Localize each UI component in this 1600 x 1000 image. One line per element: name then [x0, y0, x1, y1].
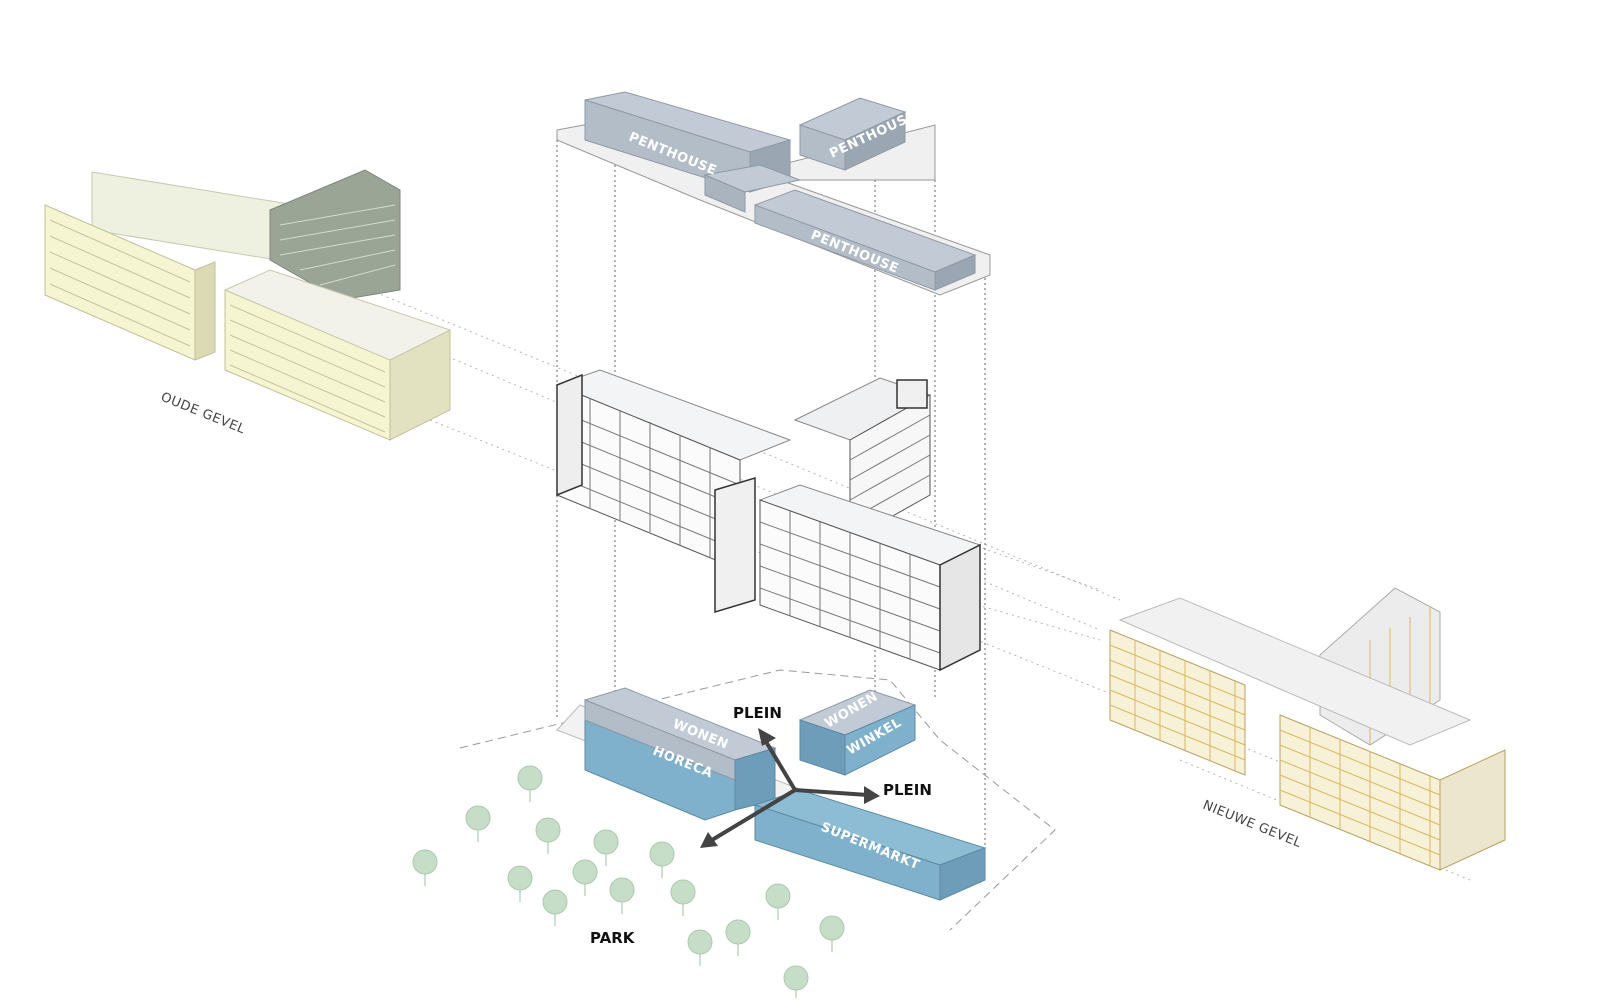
tree-icon	[687, 929, 713, 966]
tree-icon	[649, 841, 675, 878]
movement-arrows	[700, 728, 880, 848]
old-facade-model	[44, 169, 452, 441]
ground-level	[459, 669, 1056, 931]
old-facade-label: OUDE GEVEL	[159, 390, 248, 438]
tree-icon	[670, 879, 696, 916]
tree-icon	[609, 877, 635, 914]
tree-icon	[542, 889, 568, 926]
tree-icon	[819, 915, 845, 952]
plein-top-label: PLEIN	[733, 704, 782, 722]
tree-icon	[783, 965, 809, 998]
tree-icon	[507, 865, 533, 902]
tree-icon	[572, 859, 598, 896]
tree-icon	[412, 849, 438, 886]
new-facade-model	[1109, 587, 1506, 871]
tree-icon	[765, 883, 791, 920]
tree-icon	[725, 919, 751, 956]
tree-icon	[535, 817, 561, 854]
plein-right-label: PLEIN	[883, 781, 932, 799]
park-trees	[412, 765, 845, 998]
tree-icon	[517, 765, 543, 802]
penthouse-level	[556, 91, 991, 296]
tree-icon	[465, 805, 491, 842]
structure-level	[555, 369, 982, 672]
tree-icon	[593, 829, 619, 866]
park-label: PARK	[590, 929, 636, 947]
